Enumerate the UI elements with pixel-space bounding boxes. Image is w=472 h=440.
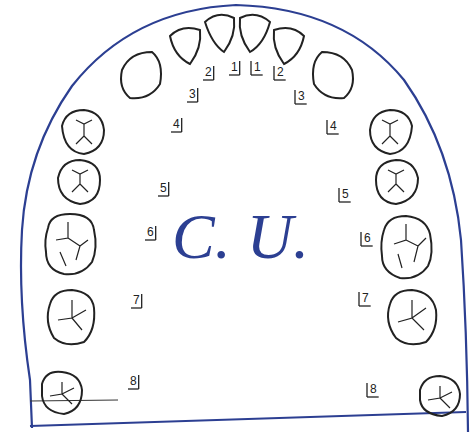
bracket-stroke: [181, 118, 182, 132]
premolar: [62, 110, 104, 154]
tooth-number: 2: [205, 66, 212, 79]
bracket-stroke: [145, 239, 156, 240]
bracket-stroke: [229, 74, 240, 75]
tooth-number: 4: [173, 118, 180, 131]
tooth-number: 8: [370, 383, 377, 396]
canine: [313, 52, 353, 98]
tooth-number: 6: [364, 232, 371, 245]
bracket-stroke: [294, 90, 295, 104]
bracket-stroke: [131, 307, 142, 308]
molar: [381, 216, 431, 278]
bracket-stroke: [326, 120, 327, 134]
tooth-number: 5: [160, 182, 167, 195]
bracket-stroke: [360, 232, 361, 246]
bracket-stroke: [327, 133, 339, 134]
tooth-number: 1: [254, 61, 261, 74]
bracket-stroke: [339, 201, 351, 202]
molar: [42, 372, 82, 414]
tooth-number: 7: [133, 294, 140, 307]
bracket-stroke: [274, 79, 286, 80]
molar: [388, 290, 436, 344]
bracket-stroke: [273, 66, 274, 80]
molar: [48, 290, 95, 344]
tooth-number: 3: [189, 88, 196, 101]
canine: [121, 52, 161, 98]
lateral-incisor: [274, 28, 304, 64]
tooth-number: 6: [147, 226, 154, 239]
tooth-number: 4: [330, 120, 337, 133]
bracket-stroke: [138, 375, 139, 389]
tooth-number: 1: [231, 61, 238, 74]
bracket-stroke: [187, 101, 198, 102]
bracket-stroke: [158, 195, 169, 196]
fissures: [50, 120, 452, 408]
bracket-stroke: [141, 294, 142, 308]
central-incisor: [205, 15, 234, 52]
central-incisor: [240, 15, 270, 52]
bracket-stroke: [359, 305, 371, 306]
premolar: [370, 110, 412, 154]
premolar: [376, 160, 418, 204]
bracket-stroke: [338, 188, 339, 202]
bracket-stroke: [295, 103, 307, 104]
bracket-stroke: [367, 396, 379, 397]
bracket-stroke: [213, 66, 214, 80]
bracket-stroke: [251, 74, 263, 75]
molar: [420, 376, 460, 416]
bracket-stroke: [239, 61, 240, 75]
teeth: [42, 15, 460, 416]
bracket-stroke: [171, 131, 182, 132]
molar: [45, 214, 95, 274]
bracket-stroke: [361, 245, 373, 246]
bracket-stroke: [250, 61, 251, 75]
handwritten-note: C. U.: [172, 204, 309, 270]
bracket-stroke: [168, 182, 169, 196]
bracket-stroke: [197, 88, 198, 102]
tooth-number: 5: [342, 188, 349, 201]
lateral-incisor: [170, 28, 200, 64]
tooth-number: 2: [277, 66, 284, 79]
arch-base-line: [30, 412, 466, 426]
bracket-stroke: [203, 79, 214, 80]
arch-outline: [21, 5, 468, 432]
bracket-stroke: [366, 383, 367, 397]
tooth-number: 3: [298, 90, 305, 103]
bracket-stroke: [128, 388, 139, 389]
premolar: [58, 160, 100, 204]
tooth-number: 8: [130, 375, 137, 388]
bracket-stroke: [358, 292, 359, 306]
bracket-stroke: [155, 226, 156, 240]
tooth-number: 7: [362, 292, 369, 305]
